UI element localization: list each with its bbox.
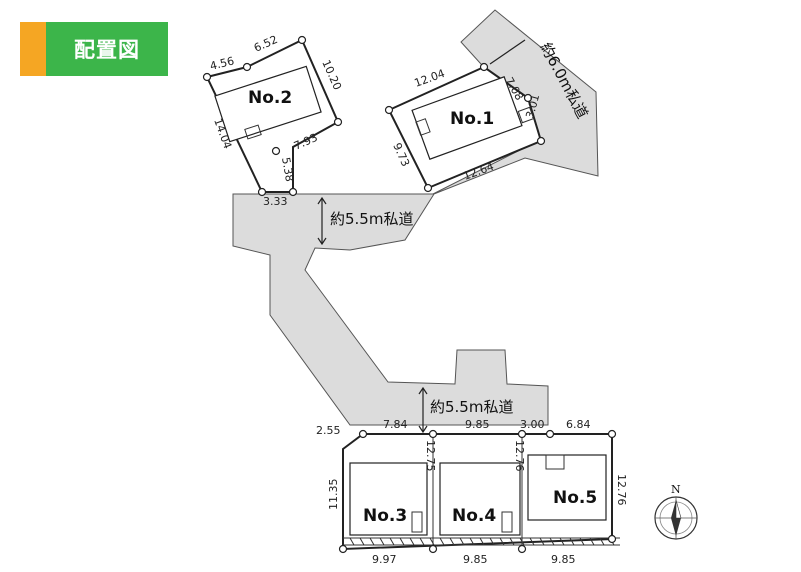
road-label-south: 約5.5m私道 (430, 398, 513, 416)
road-main (232, 9, 599, 426)
entry-no3 (411, 511, 423, 533)
dim-no2-stem: 5.38 (279, 156, 296, 182)
entry-no1 (415, 118, 431, 136)
dim-no5-bottom: 9.85 (551, 553, 576, 566)
dim-no4-bottom: 9.85 (463, 553, 488, 566)
dim-no3-corner: 2.55 (316, 424, 341, 437)
label-no5: No.5 (553, 488, 597, 508)
dim-no5-top-left: 3.00 (520, 418, 545, 431)
entry-no5 (545, 454, 565, 470)
building-no2 (214, 65, 322, 143)
dim-no3-bottom: 9.97 (372, 553, 397, 566)
building-no4 (439, 462, 521, 536)
label-no3: No.3 (363, 506, 407, 526)
road-label-main: 約5.5m私道 (330, 210, 413, 228)
page-title: 配置図 (46, 22, 168, 76)
dim-no5-right: 12.76 (615, 474, 628, 506)
building-no3 (349, 462, 428, 536)
title-accent (20, 22, 46, 76)
dim-no5-top: 6.84 (566, 418, 591, 431)
entry-no2 (244, 124, 262, 140)
dim-no1-right-lower: 3.01 (523, 93, 542, 120)
dim-no4-divider: 12.75 (424, 440, 437, 472)
dim-no4-top: 9.85 (465, 418, 490, 431)
dim-no2-top-left: 4.56 (209, 54, 236, 73)
label-no1: No.1 (450, 109, 494, 129)
title-badge: 配置図 (20, 22, 168, 76)
fence (343, 537, 620, 546)
road-width-arrows (317, 39, 526, 434)
dim-no2-bottom: 3.33 (263, 195, 288, 208)
label-no2: No.2 (248, 88, 292, 108)
entry-no1b (517, 106, 535, 124)
dim-no3-top: 7.84 (383, 418, 408, 431)
compass-north-label: N (671, 483, 681, 496)
corner-nodes (202, 35, 617, 554)
compass-icon: N (654, 483, 698, 540)
dim-no3-left: 11.35 (327, 479, 340, 511)
entry-no4 (501, 511, 513, 533)
building-no5 (527, 454, 607, 521)
dim-no5-divider: 12.76 (513, 440, 526, 472)
dim-no2-top: 6.52 (252, 33, 280, 55)
label-no4: No.4 (452, 506, 496, 526)
